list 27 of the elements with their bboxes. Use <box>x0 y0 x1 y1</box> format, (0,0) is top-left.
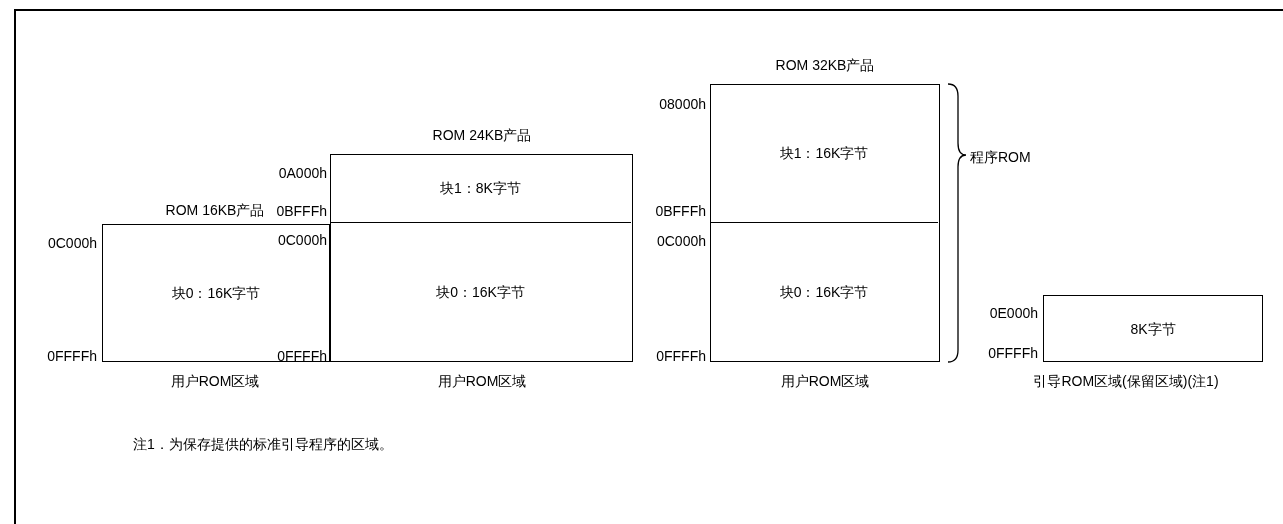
block-label: 8K字节 <box>1130 320 1176 337</box>
address-label: 0FFFFh <box>47 348 97 364</box>
area-caption: 用户ROM区域 <box>170 373 260 389</box>
address-label: 0A000h <box>278 165 327 181</box>
block-label: 块0：16K字节 <box>779 284 869 300</box>
address-label: 0BFFFh <box>276 203 327 219</box>
address-label: 0FFFFh <box>656 348 706 364</box>
area-caption: 用户ROM区域 <box>780 373 870 389</box>
address-label: 0E000h <box>989 305 1038 321</box>
block-label: 块0：16K字节 <box>436 284 525 300</box>
address-label: 0BFFFh <box>655 203 706 219</box>
address-label: 08000h <box>659 96 706 112</box>
brace-label: 程序ROM <box>970 149 1031 165</box>
product-heading: ROM 16KB产品 <box>165 202 265 218</box>
address-label: 0FFFFh <box>277 348 327 364</box>
area-caption: 用户ROM区域 <box>437 373 527 389</box>
area-caption: 引导ROM区域(保留区域)(注1) <box>1033 373 1219 389</box>
address-label: 0C000h <box>277 232 327 248</box>
block-label: 块1：8K字节 <box>440 180 521 196</box>
product-heading: ROM 24KB产品 <box>432 127 532 143</box>
block-label: 块0：16K字节 <box>171 285 261 301</box>
address-label: 0C000h <box>47 235 97 251</box>
product-heading: ROM 32KB产品 <box>775 57 875 73</box>
footnote: 注1．为保存提供的标准引导程序的区域。 <box>133 436 393 452</box>
block-label: 块1：16K字节 <box>779 145 869 161</box>
address-label: 0FFFFh <box>988 345 1038 361</box>
address-label: 0C000h <box>656 233 706 249</box>
